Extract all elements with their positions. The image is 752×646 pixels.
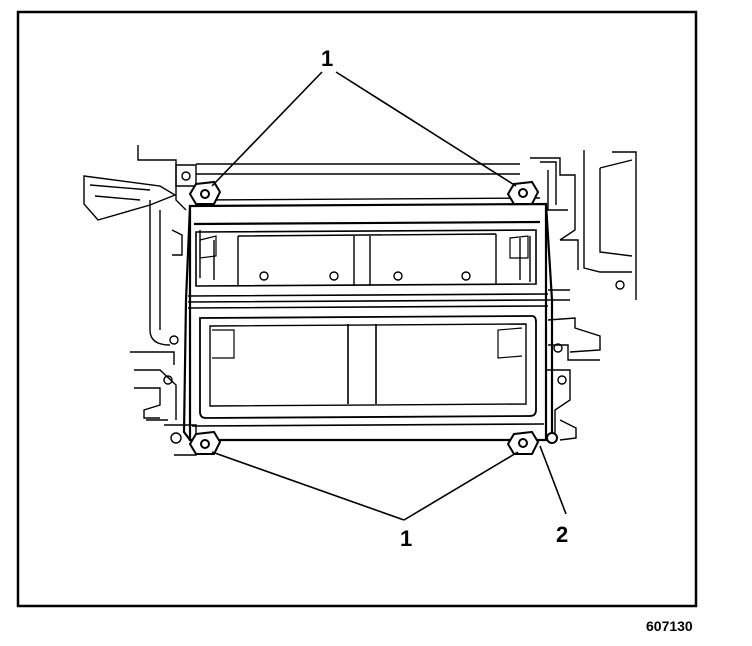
callout-label-bottom: 1 bbox=[400, 526, 412, 551]
figure-frame bbox=[16, 10, 698, 608]
callout-label-right: 2 bbox=[556, 522, 568, 547]
figure-id-number: 607130 bbox=[646, 618, 693, 634]
module-housing bbox=[182, 202, 554, 442]
leader-lines bbox=[211, 71, 567, 521]
fastener-nuts bbox=[188, 180, 558, 455]
callout-label-top: 1 bbox=[321, 46, 333, 71]
